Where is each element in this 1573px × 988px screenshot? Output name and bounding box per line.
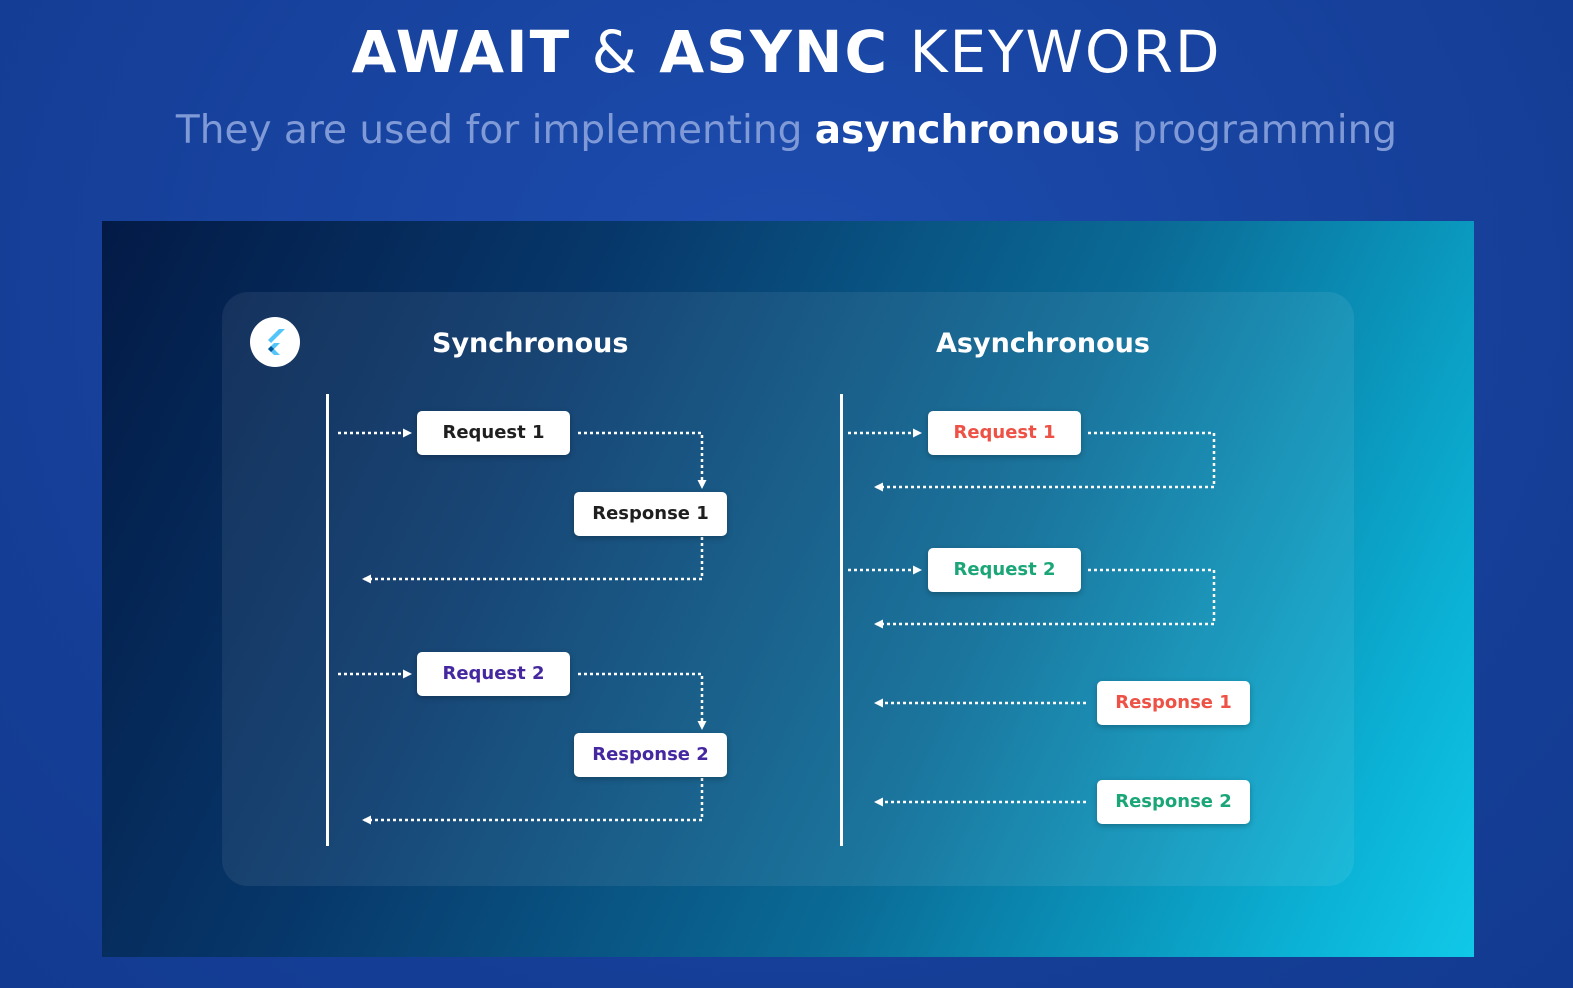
async-arrow-request-2-return [874,568,1216,629]
flutter-logo-icon [250,317,300,367]
diagram-slide: Synchronous Asynchronous [102,221,1474,957]
title-async: ASYNC [659,18,890,86]
subtitle-emphasis: asynchronous [814,108,1120,153]
sync-arrow-request-1-to-response-1 [578,431,707,489]
subtitle-after: programming [1119,108,1398,153]
subtitle-before: They are used for implementing [175,108,815,153]
sync-response-2-box: Response 2 [574,733,727,777]
title-ampersand: & [571,18,660,86]
sync-arrow-response-2-return [362,778,704,825]
sync-response-1-box: Response 1 [574,492,727,536]
async-heading: Asynchronous [936,328,1150,359]
async-request-1-box: Request 1 [928,411,1081,455]
sync-arrow-response-1-return [362,537,704,584]
sync-heading: Synchronous [432,328,629,359]
flutter-logo-shade [268,346,274,352]
flutter-logo-svg [268,329,285,355]
page-title: AWAIT & ASYNC KEYWORD [0,18,1573,86]
async-response-2-box: Response 2 [1097,780,1250,824]
async-request-2-box: Request 2 [928,548,1081,592]
sync-timeline [326,394,329,846]
title-await: AWAIT [351,18,572,86]
sync-request-1-box: Request 1 [417,411,570,455]
flow-arrows [338,428,1216,825]
title-keyword: KEYWORD [889,18,1222,86]
sync-arrow-request-2-to-response-2 [578,672,707,730]
async-arrow-request-1-return [874,431,1216,492]
page-subtitle: They are used for implementing asynchron… [0,108,1573,153]
async-response-1-box: Response 1 [1097,681,1250,725]
flutter-logo-top [268,329,285,343]
sync-request-2-box: Request 2 [417,652,570,696]
async-timeline [840,394,843,846]
